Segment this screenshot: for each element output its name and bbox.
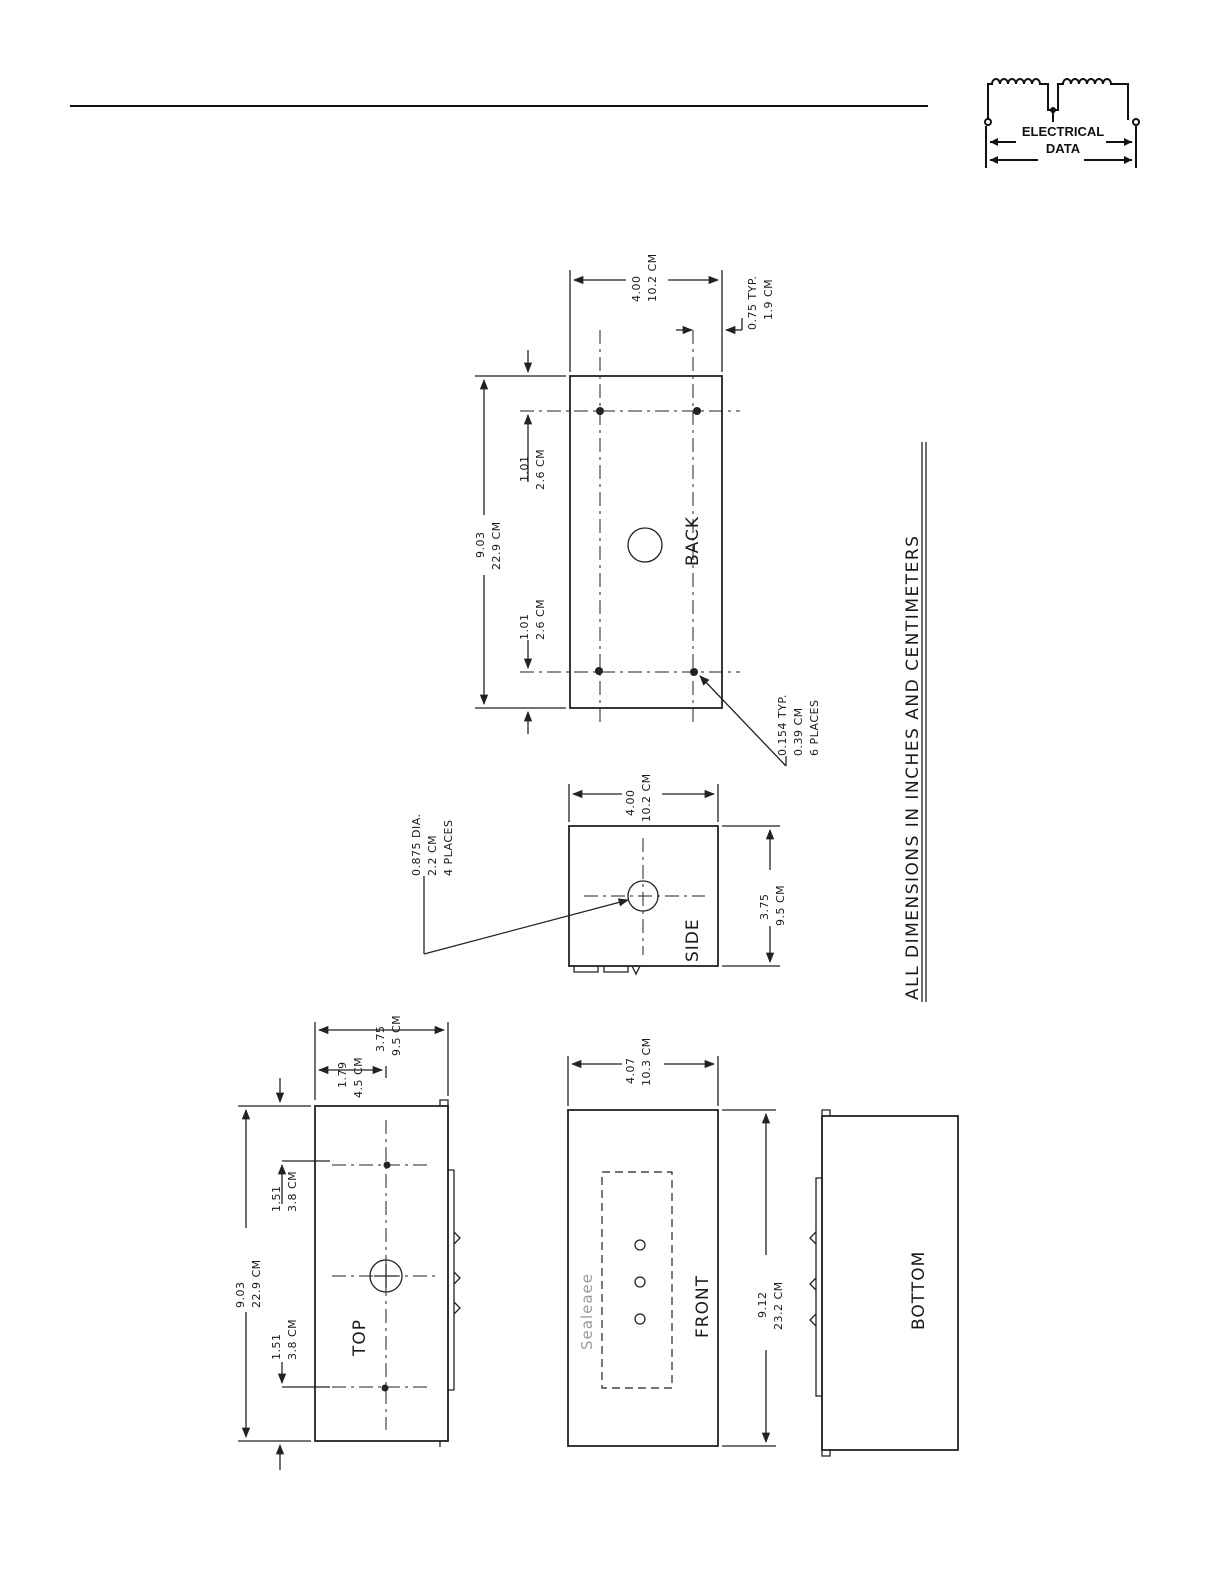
top-depth-in: 3.75: [374, 1026, 387, 1053]
mounting-hole: [595, 667, 603, 675]
bottom-view-outline: [821, 1115, 959, 1451]
electrical-data-badge: ELECTRICAL DATA: [978, 70, 1148, 170]
top-length-cm: 22.9 CM: [250, 1259, 263, 1308]
badge-label-electrical: ELECTRICAL: [1021, 124, 1105, 139]
side-height-in: 3.75: [758, 894, 771, 921]
front-nameplate: [601, 1171, 673, 1389]
transformer-coil-icon: [984, 78, 1140, 168]
top-view-label: TOP: [350, 1319, 370, 1357]
top-length-in: 9.03: [234, 1282, 247, 1309]
bottom-view: BOTTOM: [809, 1109, 959, 1457]
front-view-label: FRONT: [693, 1275, 713, 1338]
badge-label-data: DATA: [1045, 141, 1081, 156]
side-width-cm: 10.2 CM: [640, 773, 653, 822]
side-knockout: [627, 880, 659, 912]
side-width-in: 4.00: [624, 790, 637, 817]
mounting-hole: [596, 407, 604, 415]
side-knockout-note-2: 2.2 CM: [426, 835, 439, 876]
bottom-view-label: BOTTOM: [909, 1251, 929, 1330]
back-edge-in: 0.75 TYP.: [746, 276, 759, 330]
back-view-outline: [569, 375, 723, 709]
mounting-hole: [381, 1384, 389, 1392]
top-knockout: [369, 1259, 403, 1293]
back-width-cm: 10.2 CM: [646, 253, 659, 302]
header-rule: [70, 105, 928, 107]
front-length-in: 9.12: [756, 1292, 769, 1319]
top-offset-right-cm: 3.8 CM: [286, 1171, 299, 1212]
top-center-cm: 4.5 CM: [352, 1057, 365, 1098]
back-hole-note-1: 0.154 TYP.: [776, 694, 789, 756]
mounting-hole: [693, 407, 701, 415]
top-depth-cm: 9.5 CM: [390, 1015, 403, 1056]
front-length-cm: 23.2 CM: [772, 1281, 785, 1330]
front-width-in: 4.07: [624, 1058, 637, 1085]
front-maker-mark: Sealeaee: [578, 1273, 596, 1350]
back-hole-offset-left-in: 1.01: [518, 614, 531, 641]
side-view: SIDE 4.00 10.2 CM 3.75 9.5 CM 0.875 DIA.…: [410, 773, 787, 976]
mounting-hole: [690, 668, 698, 676]
front-view-outline: [567, 1109, 719, 1447]
back-hole-note-3: 6 PLACES: [808, 700, 821, 756]
back-length-in: 9.03: [474, 532, 487, 559]
side-view-outline: [568, 825, 719, 967]
units-footnote: ALL DIMENSIONS IN INCHES AND CENTIMETERS: [903, 442, 927, 1002]
top-center-in: 1.79: [336, 1062, 349, 1089]
top-offset-right-in: 1.51: [270, 1186, 283, 1213]
back-view: BACK 4.00 10.2 CM 0.75 TYP. 1.9 CM 9.03 …: [474, 253, 821, 767]
side-view-label: SIDE: [683, 918, 703, 962]
back-width-in: 4.00: [630, 276, 643, 303]
back-hole-offset-right-in: 1.01: [518, 456, 531, 483]
mounting-hole: [383, 1161, 391, 1169]
back-knockout: [627, 527, 663, 563]
top-offset-left-in: 1.51: [270, 1334, 283, 1361]
back-length-cm: 22.9 CM: [490, 521, 503, 570]
back-hole-offset-right-cm: 2.6 CM: [534, 449, 547, 490]
front-width-cm: 10.3 CM: [640, 1037, 653, 1086]
back-edge-cm: 1.9 CM: [762, 279, 775, 320]
back-hole-offset-left-cm: 2.6 CM: [534, 599, 547, 640]
top-offset-left-cm: 3.8 CM: [286, 1319, 299, 1360]
side-knockout-note-1: 0.875 DIA.: [410, 813, 423, 876]
top-view-outline: [314, 1105, 449, 1442]
side-height-cm: 9.5 CM: [774, 885, 787, 926]
back-hole-note-2: 0.39 CM: [792, 707, 805, 756]
front-view: Sealeaee FRONT 4.07 10.3 CM 9.12 23.2 CM: [567, 1037, 785, 1447]
top-view: TOP 9.03 22.9 CM 1.51 3.8 CM 1.51 3.8 CM: [234, 1015, 461, 1470]
back-view-label: BACK: [683, 516, 703, 566]
side-knockout-note-3: 4 PLACES: [442, 820, 455, 876]
units-footnote-text: ALL DIMENSIONS IN INCHES AND CENTIMETERS: [903, 535, 923, 1000]
